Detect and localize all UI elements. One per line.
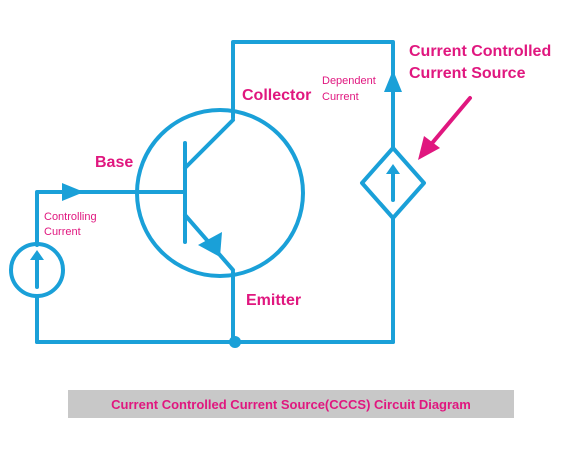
pointer-arrow-head-icon	[418, 136, 440, 160]
caption-bar: Current Controlled Current Source(CCCS) …	[68, 390, 514, 418]
caption-text: Current Controlled Current Source(CCCS) …	[111, 397, 471, 412]
controlling-current-label-line1: Controlling	[44, 211, 97, 223]
dependent-current-label-line1: Dependent	[322, 75, 376, 87]
controlling-current-arrow-icon	[62, 183, 84, 201]
collector-wire	[231, 40, 395, 150]
cccs-title-line2: Current Source	[409, 65, 526, 82]
dependent-current-arrow-icon	[384, 70, 402, 92]
up-arrow-icon	[30, 250, 44, 260]
independent-source-circle	[9, 242, 65, 298]
base-label: Base	[95, 154, 133, 171]
pointer-arrow-shaft	[426, 96, 472, 150]
collector-label: Collector	[242, 87, 311, 104]
cccs-title-line1: Current Controlled	[409, 43, 551, 60]
controlling-current-label-line2: Current	[44, 226, 81, 238]
dependent-source-diamond	[360, 146, 426, 220]
dependent-current-label-line2: Current	[322, 91, 359, 103]
up-arrow-icon	[386, 164, 400, 174]
controlling-current-source	[9, 242, 65, 298]
junction-dot	[229, 336, 241, 348]
transistor-circle	[135, 108, 305, 278]
circuit-wires	[35, 40, 395, 344]
transistor-collector-lead	[183, 118, 235, 170]
emitter-arrow-icon	[198, 232, 222, 257]
transistor-symbol	[135, 108, 305, 278]
dependent-current-source	[360, 146, 426, 220]
caption-background	[68, 390, 514, 418]
pointer-arrow	[418, 96, 472, 160]
emitter-label: Emitter	[246, 292, 301, 309]
